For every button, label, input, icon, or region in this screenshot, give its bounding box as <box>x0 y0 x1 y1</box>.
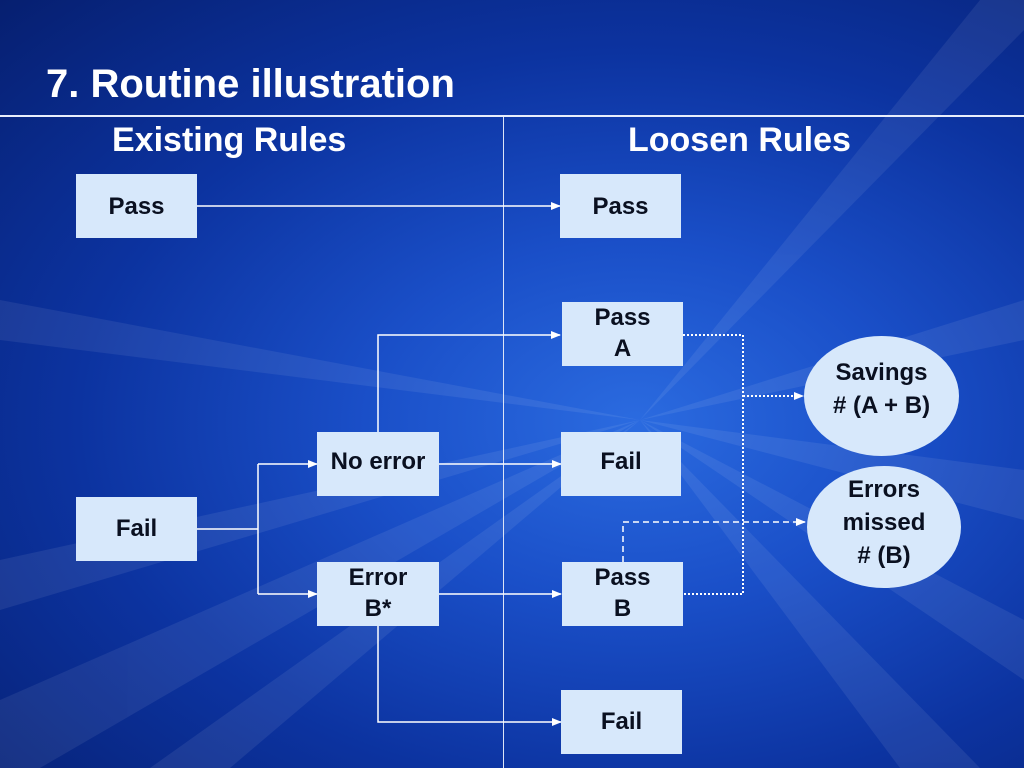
loosen-pass-box: Pass <box>560 174 681 238</box>
slide-title: 7. Routine illustration <box>46 62 455 106</box>
errors-missed-label-line1: Errors <box>847 476 921 503</box>
loosen-fail-bottom-box: Fail <box>561 690 682 754</box>
arrow-error-b-to-fail <box>377 626 562 726</box>
existing-fail-box: Fail <box>76 497 197 561</box>
error-b-label-line2: B* <box>364 595 392 622</box>
dotted-bracket-pass-a-pass-b <box>683 334 744 595</box>
pass-a-label-line2: A <box>613 335 632 362</box>
existing-fail-label: Fail <box>115 515 158 542</box>
pass-b-label-line1: Pass <box>594 564 651 591</box>
arrow-to-errors-missed <box>622 518 806 562</box>
existing-pass-box: Pass <box>76 174 197 238</box>
errors-missed-oval: Errors missed # (B) <box>807 466 961 588</box>
pass-a-label-line1: Pass <box>594 304 651 331</box>
existing-pass-label: Pass <box>108 193 165 220</box>
savings-label-line1: Savings <box>835 359 928 386</box>
error-b-label-line1: Error <box>348 564 408 591</box>
savings-label-line2: # (A + B) <box>832 392 931 419</box>
error-b-box: Error B* <box>317 562 439 626</box>
loosen-rules-heading: Loosen Rules <box>628 121 851 159</box>
loosen-pass-label: Pass <box>592 193 649 220</box>
no-error-label: No error <box>330 448 426 475</box>
pass-a-box: Pass A <box>562 302 683 366</box>
arrow-no-error-to-pass-a <box>377 331 561 432</box>
loosen-fail-mid-box: Fail <box>561 432 681 496</box>
title-divider <box>0 115 1024 117</box>
loosen-fail-bottom-label: Fail <box>600 708 643 735</box>
pass-b-box: Pass B <box>562 562 683 626</box>
no-error-box: No error <box>317 432 439 496</box>
column-divider <box>503 117 504 768</box>
errors-missed-label-line2: missed <box>842 509 926 536</box>
errors-missed-label-line3: # (B) <box>857 542 911 569</box>
pass-b-label-line2: B <box>613 595 632 622</box>
savings-oval: Savings # (A + B) <box>804 336 959 456</box>
loosen-fail-mid-label: Fail <box>600 448 642 475</box>
existing-rules-heading: Existing Rules <box>112 121 347 159</box>
